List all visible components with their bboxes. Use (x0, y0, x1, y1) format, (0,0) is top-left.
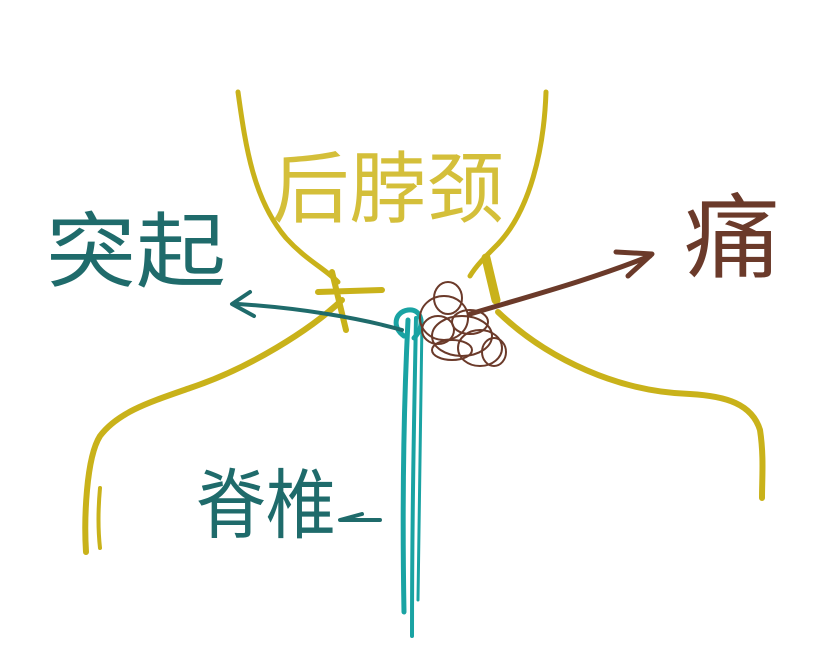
pain-scribble-4 (457, 329, 503, 367)
spine (393, 307, 424, 638)
shoulder-left-inner (96, 486, 102, 550)
pain-arrow (467, 249, 655, 317)
bulge-arrow-head (230, 290, 256, 318)
spine-label: 脊椎 (196, 461, 336, 550)
bulge-arrow-shaft (236, 302, 404, 332)
neck-label: 后脖颈 (272, 145, 504, 235)
pain-scribble-3 (433, 281, 463, 315)
pain-scribble-6 (451, 309, 489, 335)
shoulder-right-line (495, 309, 766, 501)
pain-scribble-8 (431, 339, 473, 361)
shoulder-left-line (82, 297, 345, 555)
pain-scribble-7 (481, 337, 507, 367)
pain-arrow-shaft (467, 253, 653, 317)
vertebra-mark-left (315, 269, 385, 333)
bulge-label: 突起 (46, 205, 226, 300)
bulge-arrow (230, 290, 404, 332)
spine-line-1 (400, 317, 411, 615)
body-outline (82, 89, 766, 555)
spine-label-arrow (338, 512, 382, 522)
vertebra-mark-right (481, 253, 501, 305)
pain-label: 痛 (684, 185, 780, 292)
pain-knot (419, 281, 507, 367)
spine-line-3 (416, 318, 424, 602)
pain-arrow-head (613, 249, 655, 279)
spine-line-2 (410, 316, 418, 638)
pain-scribble-2 (431, 315, 493, 357)
pain-scribble-5 (421, 315, 455, 345)
neck-left-line (235, 89, 341, 285)
neck-right-line (467, 89, 549, 279)
